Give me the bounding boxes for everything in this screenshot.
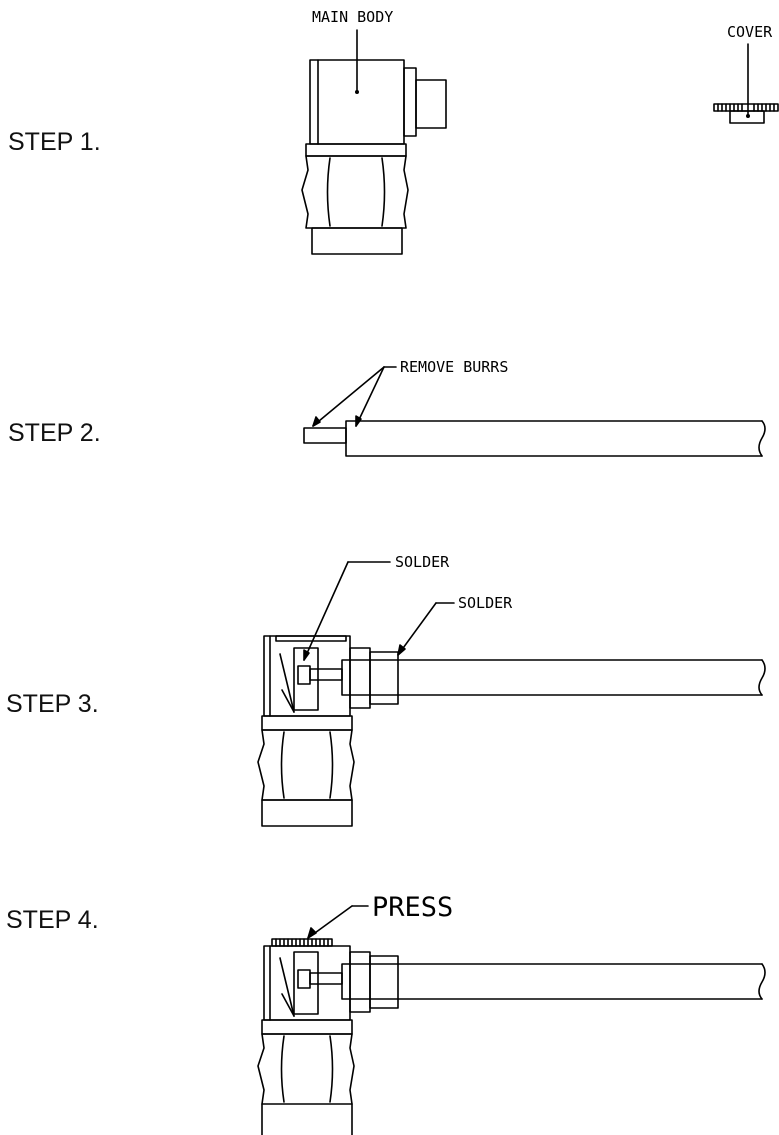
step-4-drawing: PRESS (257, 892, 766, 1135)
cover-callout: COVER (727, 23, 773, 41)
step-4-label: STEP 4. (6, 906, 99, 934)
step-3-drawing: SOLDER SOLDER (257, 553, 766, 827)
stripped-cable (303, 420, 766, 457)
step-3-label: STEP 3. (6, 690, 99, 718)
remove-burrs-callout: REMOVE BURRS (400, 358, 508, 376)
step-2-label: STEP 2. (8, 419, 101, 447)
solder-pin-callout: SOLDER (395, 553, 450, 571)
press-callout: PRESS (372, 892, 453, 923)
solder-body-callout: SOLDER (458, 594, 513, 612)
step-1-label: STEP 1. (8, 128, 101, 156)
step-2-drawing: REMOVE BURRS (303, 358, 766, 457)
assembled-connector-step-4 (257, 938, 766, 1135)
step-1-drawing: MAIN BODY COVER (301, 8, 779, 255)
main-body-leader-dot (355, 90, 359, 94)
assembled-connector-step-3 (257, 635, 766, 827)
main-body-connector (301, 59, 447, 255)
cover-leader-dot (746, 114, 750, 118)
main-body-callout: MAIN BODY (312, 8, 393, 26)
cover-part (713, 103, 779, 124)
